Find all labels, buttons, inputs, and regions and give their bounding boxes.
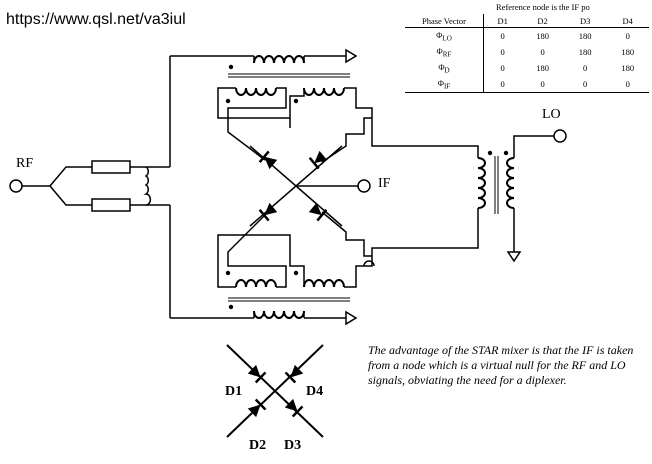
cell: 180 <box>578 31 592 41</box>
if-label: IF <box>378 176 391 191</box>
cell: 180 <box>536 63 549 73</box>
cell: 0 <box>563 76 607 93</box>
table-row: ΦIF 0 0 0 0 <box>405 76 649 93</box>
table-row: ΦLO 0 180 180 0 <box>405 27 649 44</box>
col-header: Phase Vector <box>405 14 484 28</box>
cell: 0 <box>540 47 545 57</box>
lo-transformer <box>371 118 567 262</box>
col-header: D4 <box>606 14 649 28</box>
row-label: ΦLO <box>405 27 484 44</box>
rf-label: RF <box>16 156 34 171</box>
col-header: D1 <box>483 14 522 28</box>
table-note: Reference node is the IF po <box>496 2 590 12</box>
cell: 0 <box>583 63 588 73</box>
top-transformer <box>170 48 373 163</box>
cell: 0 <box>500 31 505 41</box>
cell: 0 <box>606 76 649 93</box>
col-header: D2 <box>521 14 564 28</box>
lo-label: LO <box>542 107 561 122</box>
row-label: ΦRF <box>405 44 484 60</box>
bottom-transformer <box>170 211 375 326</box>
watermark-url: https://www.qsl.net/va3iul <box>6 11 186 28</box>
cell: 180 <box>578 47 592 57</box>
cell: 180 <box>621 47 635 57</box>
d3-label: D3 <box>284 438 302 453</box>
table-row: ΦD 0 180 0 180 <box>405 60 649 76</box>
d4-label: D4 <box>306 384 324 399</box>
d1-label: D1 <box>225 384 243 399</box>
table-row: ΦRF 0 0 180 180 <box>405 44 649 60</box>
table-header-row: Phase Vector D1 D2 D3 D4 <box>405 14 649 28</box>
caption: The advantage of the STAR mixer is that … <box>368 343 634 387</box>
d2-label: D2 <box>249 438 267 453</box>
cell: 180 <box>621 63 635 73</box>
cell: 0 <box>625 31 630 41</box>
cell: 0 <box>500 63 505 73</box>
cell: 0 <box>500 47 505 57</box>
diode-key <box>226 344 324 438</box>
rf-port <box>9 56 171 318</box>
cell: 0 <box>521 76 564 93</box>
cell: 180 <box>536 31 549 41</box>
cell: 0 <box>483 76 522 93</box>
phase-vector-table: Phase Vector D1 D2 D3 D4 ΦLO 0 180 180 0… <box>405 14 649 93</box>
diode-d3 <box>306 200 328 222</box>
row-label: ΦD <box>405 60 484 76</box>
diode-star <box>249 145 371 227</box>
col-header: D3 <box>563 14 607 28</box>
row-label: ΦIF <box>405 76 484 93</box>
